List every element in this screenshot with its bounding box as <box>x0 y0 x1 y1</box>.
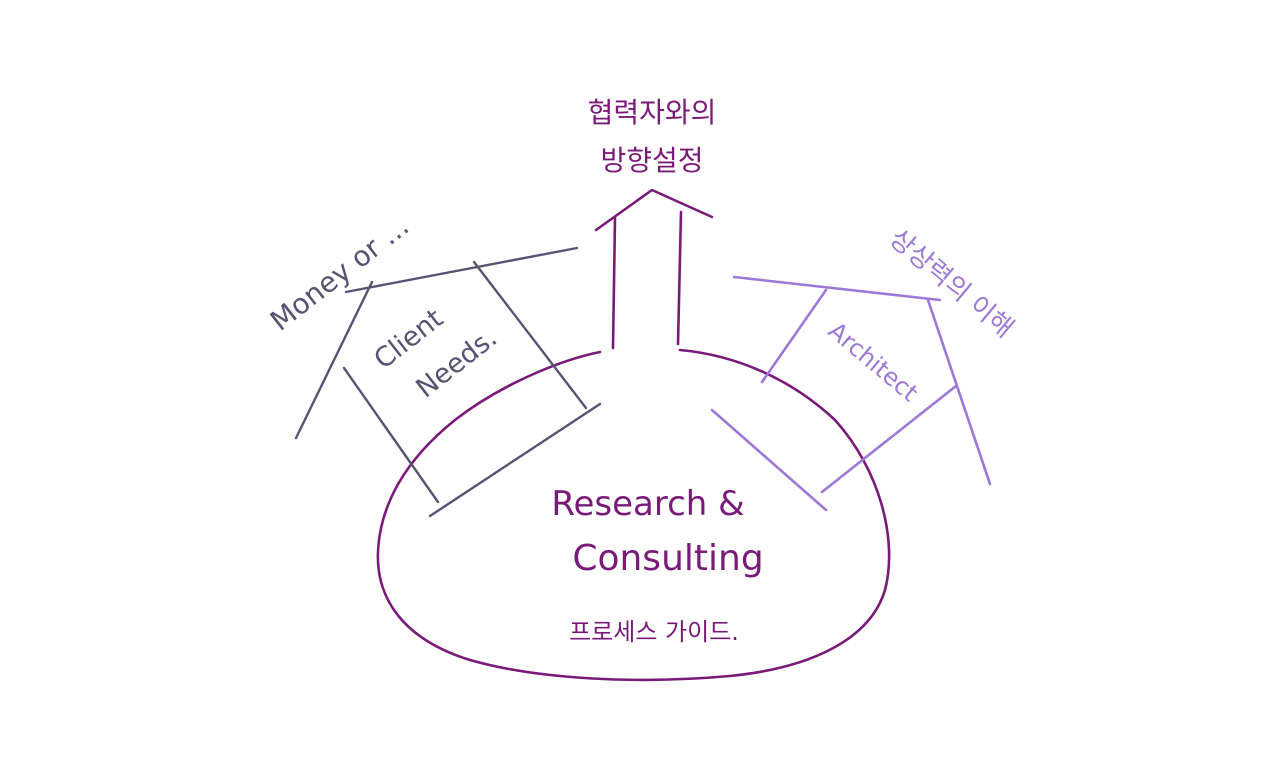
flask-shape <box>376 188 891 682</box>
right-label: 상상력의 이해 <box>883 224 1019 345</box>
right-wing-outer-edge <box>926 298 992 486</box>
top-label-line1: 협력자와의 <box>588 96 717 129</box>
center-line3: 프로세스 가이드. <box>569 618 739 646</box>
right-wing <box>710 275 992 512</box>
right-wing-top-bar <box>732 275 942 302</box>
left-wing <box>294 246 602 518</box>
flask-neck-right <box>676 210 683 346</box>
right-wing-bottom-edge <box>820 384 958 494</box>
flask-neck-left <box>611 216 617 350</box>
left-label: Money or ... <box>264 209 415 337</box>
left-wing-top-bar <box>344 246 579 294</box>
left-wing-right-edge <box>472 260 588 410</box>
left-box-left-edge <box>342 366 440 504</box>
flask-bulb-outline <box>376 348 891 682</box>
right-box-label: Architect <box>823 317 923 408</box>
center-line2: Consulting <box>572 538 763 579</box>
arrow-head <box>594 188 714 232</box>
right-wing-inner-lower <box>710 408 828 512</box>
left-wing-outer-arm <box>294 280 374 440</box>
center-line1: Research & <box>551 484 744 524</box>
left-wing-bottom-bar <box>428 402 602 518</box>
right-wing-left-edge <box>760 288 828 384</box>
top-label-line2: 방향설정 <box>600 144 703 177</box>
